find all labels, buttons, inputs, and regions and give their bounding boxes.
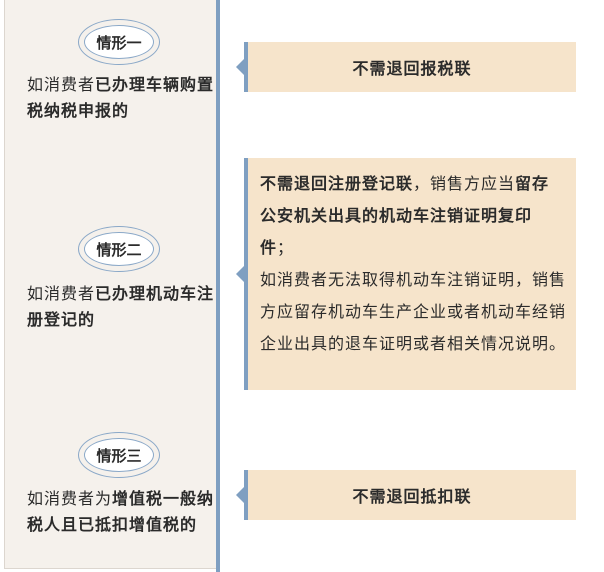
case-3-badge-label: 情形三 [84, 438, 154, 472]
case-3-condition-normal: 如消费者为 [27, 489, 113, 508]
case-2-result-normal-2: ； [277, 238, 295, 257]
case-3-condition-bold: 增值税一般纳税人且已抵扣增值税的 [27, 489, 215, 534]
case-2-result-bold-1: 不需退回注册登记联 [260, 174, 414, 193]
case-1-result-box: 不需退回报税联 [236, 42, 576, 92]
case-1-badge: 情形一 [78, 19, 160, 65]
case-1-badge-label: 情形一 [84, 25, 154, 59]
case-2-result-bold-2: 留存公安机关出具的机动车注销证明复印件 [260, 174, 550, 257]
case-2-condition: 如消费者已办理机动车注册登记的 [27, 281, 217, 333]
case-3-result: 不需退回抵扣联 [352, 487, 472, 506]
case-2-result-normal-3: 如消费者无法取得机动车注销证明，销售方应留存机动车生产企业或者机动车经销企业出具… [260, 270, 567, 353]
case-2-result-normal-1: ，销售方应当 [413, 174, 516, 193]
case-1-condition-normal: 如消费者 [27, 75, 96, 94]
case-3-condition: 如消费者为增值税一般纳税人且已抵扣增值税的 [27, 486, 217, 538]
case-3-badge: 情形三 [78, 432, 160, 478]
timeline-divider [216, 0, 220, 572]
case-1-result: 不需退回报税联 [352, 59, 472, 78]
case-2-condition-normal: 如消费者 [27, 284, 96, 303]
case-1-condition: 如消费者已办理车辆购置税纳税申报的 [27, 72, 217, 124]
case-1-condition-bold: 已办理车辆购置税纳税申报的 [27, 75, 215, 120]
case-2-badge-label: 情形二 [84, 232, 154, 266]
case-2-result-box: 不需退回注册登记联，销售方应当留存公安机关出具的机动车注销证明复印件； 如消费者… [236, 158, 576, 390]
case-3-result-box: 不需退回抵扣联 [236, 470, 576, 520]
case-2-badge: 情形二 [78, 226, 160, 272]
case-2-condition-bold: 已办理机动车注册登记的 [27, 284, 215, 329]
